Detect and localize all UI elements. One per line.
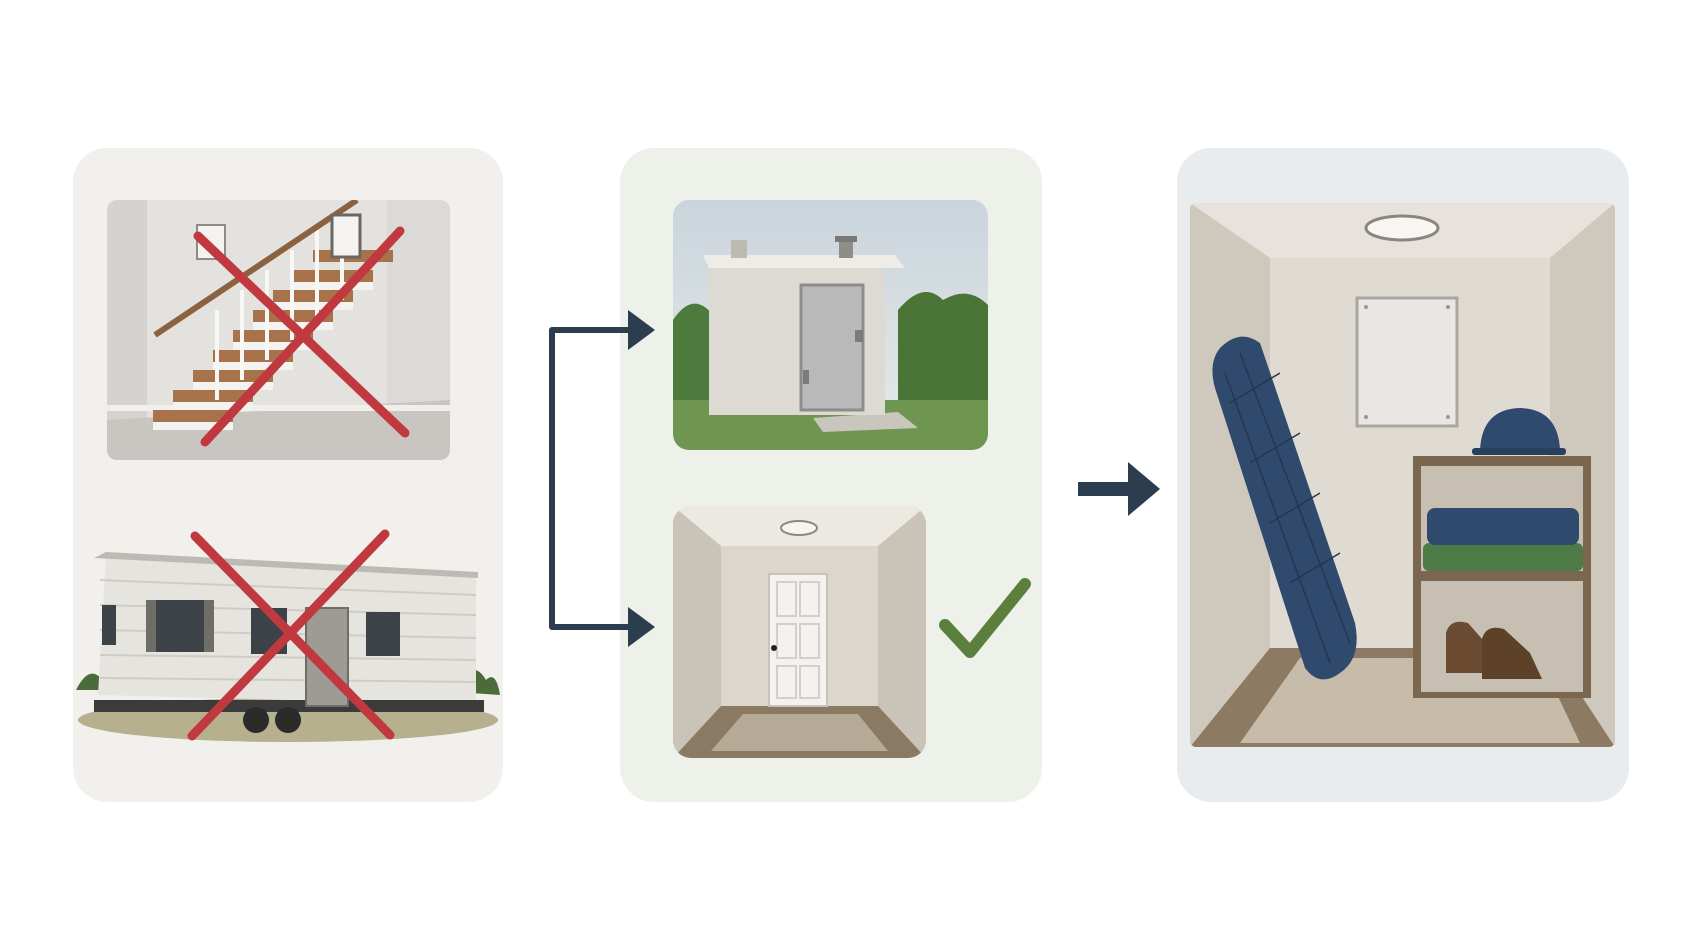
cross-mark-icon <box>187 529 395 741</box>
branch-connector <box>549 327 632 630</box>
interior-room-illustration <box>673 506 926 758</box>
right-arrow-icon <box>1078 462 1160 516</box>
storm-shelter-illustration <box>673 200 988 450</box>
prepared-safe-room-illustration <box>1190 203 1615 747</box>
right-arrow-icon <box>628 310 655 350</box>
check-mark-icon <box>939 578 1031 658</box>
right-arrow-icon <box>628 607 655 647</box>
mobile-home-illustration <box>76 520 500 745</box>
cross-mark-icon <box>193 226 410 447</box>
